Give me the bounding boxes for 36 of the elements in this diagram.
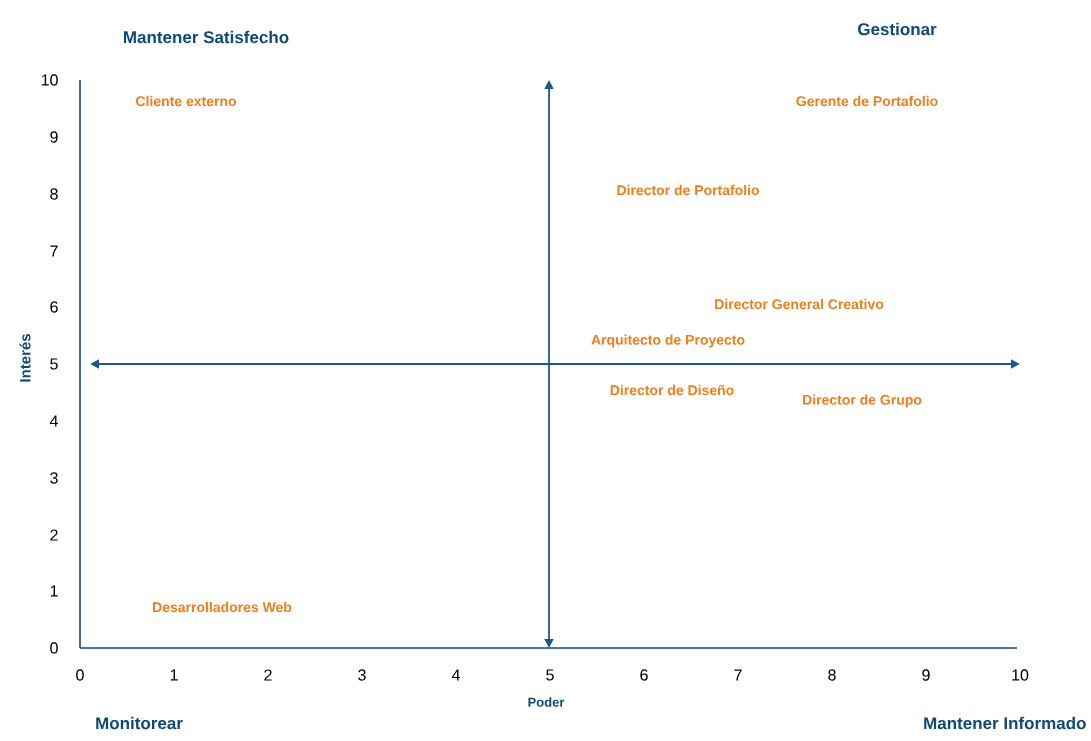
tick-label: 7	[50, 245, 58, 257]
stakeholder-label: Director General Creativo	[715, 298, 884, 310]
quadrant-label: Mantener Informado	[924, 716, 1086, 730]
stakeholder-label: Desarrolladores Web	[153, 601, 292, 613]
tick-label: 8	[50, 188, 58, 200]
stakeholder-label: Director de Grupo	[803, 394, 922, 408]
tick-label: 9	[922, 669, 930, 681]
stakeholder-label: Director de Diseño	[610, 384, 734, 396]
tick-label: 7	[734, 669, 742, 681]
tick-label: 5	[546, 669, 554, 681]
tick-label: 4	[49, 415, 58, 427]
tick-label: 10	[1012, 669, 1029, 681]
tick-label: 6	[50, 301, 58, 313]
quadrant-label: Gestionar	[858, 22, 937, 36]
tick-label: 2	[264, 669, 272, 681]
tick-label: 4	[451, 669, 460, 681]
stakeholder-label: Cliente externo	[136, 95, 236, 107]
axis-title: Interés	[19, 334, 31, 382]
tick-label: 0	[50, 642, 58, 654]
tick-label: 9	[50, 131, 58, 143]
tick-label: 5	[50, 358, 58, 370]
tick-label: 3	[358, 669, 366, 681]
tick-label: 0	[76, 669, 84, 681]
tick-label: 1	[50, 585, 58, 597]
tick-label: 10	[41, 74, 58, 86]
tick-label: 8	[828, 669, 836, 681]
tick-label: 1	[170, 669, 178, 681]
stakeholder-label: Gerente de Portafolio	[796, 95, 938, 107]
stakeholder-label: Arquitecto de Proyecto	[591, 334, 745, 348]
tick-label: 6	[640, 669, 648, 681]
quadrant-label: Mantener Satisfecho	[124, 30, 289, 44]
tick-label: 2	[50, 529, 58, 541]
tick-label: 3	[50, 472, 58, 484]
quadrant-label: Monitorear	[96, 716, 183, 730]
stakeholder-label: Director de Portafolio	[617, 184, 760, 196]
axis-title: Poder	[528, 697, 565, 707]
